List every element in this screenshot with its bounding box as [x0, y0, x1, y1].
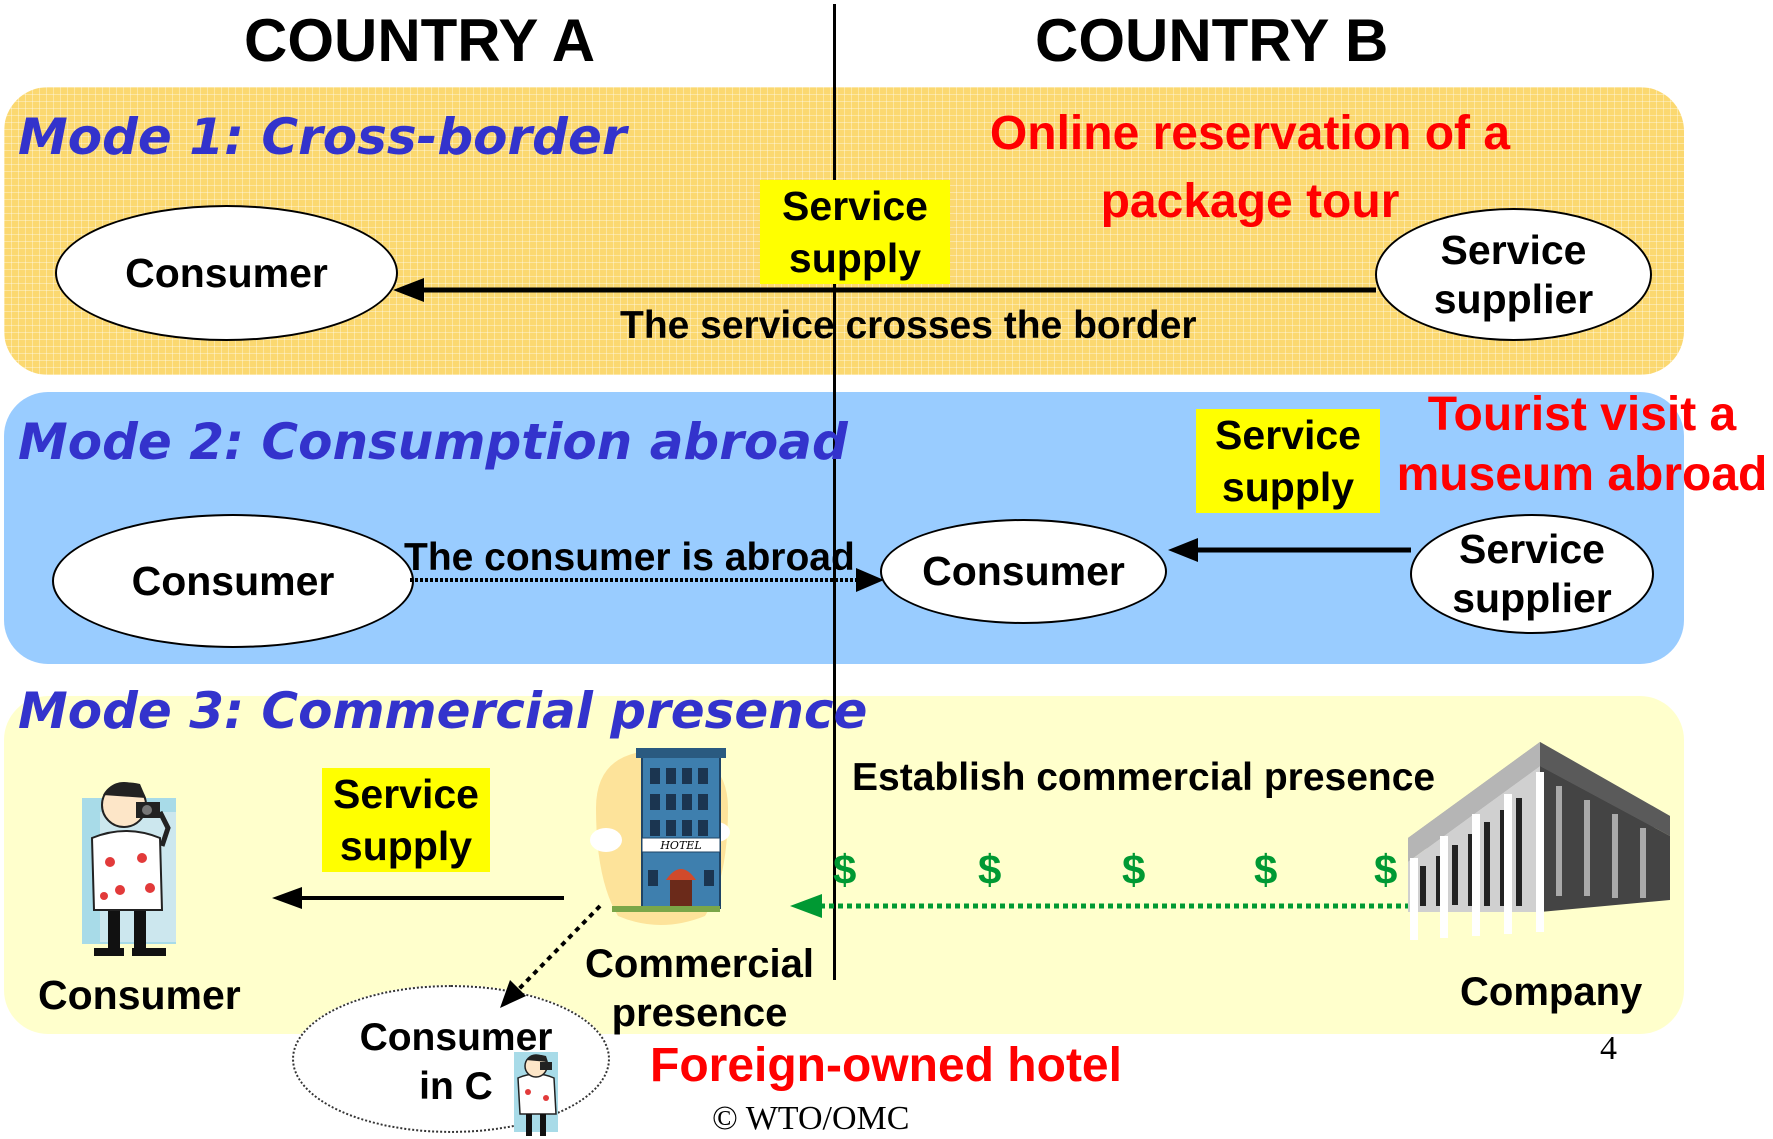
mode2-service-supply: Service supply — [1196, 409, 1380, 513]
company-building-icon — [1408, 742, 1670, 940]
mode1-arrow — [393, 278, 1376, 302]
mode1-service-supplier: Service supplier — [1375, 208, 1652, 341]
mode3-establish-label: Establish commercial presence — [852, 756, 1436, 799]
mode2-example-line1: Tourist visit a — [1427, 388, 1737, 441]
mode2-service-supply-line1: Service — [1215, 412, 1361, 458]
hotel-icon: HOTEL — [590, 748, 730, 925]
mode3-consumer-label: Consumer — [38, 972, 241, 1018]
border-line — [833, 4, 836, 980]
mode1-service-supply-line2: supply — [788, 235, 922, 281]
mode1-example-line1: Online reservation of a — [989, 107, 1511, 160]
commercial-presence-line2: presence — [611, 991, 788, 1035]
mode3-consumer-c-arrow — [500, 904, 602, 1008]
tourist-icon — [82, 782, 176, 956]
mode1-example-line2: package tour — [1100, 175, 1400, 228]
mode2-service-supplier: Service supplier — [1410, 514, 1654, 634]
mode1-arrow-label: The service crosses the border — [620, 304, 1197, 347]
mode1-consumer: Consumer — [55, 205, 398, 341]
mode3-band — [4, 696, 1684, 1034]
mode1-example: Online reservation of a package tour — [960, 100, 1540, 236]
consumer-in-c-line1: Consumer — [359, 1016, 553, 1059]
mode3-service-supply-line1: Service — [333, 771, 479, 817]
mode2-service-supply-line2: supply — [1221, 464, 1355, 510]
dollar-sign-5: $ — [1374, 846, 1398, 893]
mode1-title: Mode 1: Cross-border — [18, 108, 627, 166]
mode1-consumer-label: Consumer — [125, 249, 328, 296]
mode1-supplier-line1: Service — [1440, 226, 1587, 273]
mode3-title: Mode 3: Commercial presence — [18, 682, 868, 740]
mode3-service-supply: Service supply — [322, 768, 490, 872]
mode2-consumer-abroad-label: Consumer — [922, 548, 1125, 594]
dollar-sign-4: $ — [1254, 846, 1278, 893]
mode1-service-supply: Service supply — [760, 180, 950, 284]
mode2-supplier-line2: supplier — [1452, 575, 1612, 621]
mode2-consumer-home-label: Consumer — [131, 557, 335, 604]
dollar-sign-1: $ — [833, 846, 857, 893]
mode1-service-supply-line1: Service — [782, 183, 928, 229]
mode3-investment-arrow — [790, 894, 1410, 918]
country-a-label: COUNTRY A — [244, 7, 596, 74]
consumer-in-c-line2: in C — [419, 1065, 493, 1108]
mode2-supplier-line1: Service — [1459, 526, 1605, 572]
mode2-consumer-abroad: Consumer — [880, 519, 1167, 624]
page-number: 4 — [1600, 1030, 1617, 1067]
mode3-service-arrow — [272, 887, 564, 909]
country-b-label: COUNTRY B — [1035, 7, 1389, 74]
mode3-commercial-presence-label: Commercial presence — [585, 940, 814, 1038]
mode3-company-label: Company — [1460, 970, 1643, 1014]
mode3-example: Foreign-owned hotel — [650, 1039, 1122, 1092]
mode3-service-supply-line2: supply — [339, 823, 473, 869]
dollar-sign-3: $ — [1122, 846, 1146, 893]
tourist-small-icon — [514, 1052, 558, 1136]
copyright: © WTO/OMC — [712, 1100, 910, 1137]
dollar-sign-2: $ — [978, 846, 1002, 893]
mode2-consumer-arrow — [410, 568, 884, 592]
commercial-presence-line1: Commercial — [585, 942, 814, 986]
mode2-arrow-label: The consumer is abroad — [404, 536, 855, 579]
hotel-sign: HOTEL — [659, 839, 701, 852]
mode2-example-line2: museum abroad — [1396, 448, 1768, 501]
mode2-title: Mode 2: Consumption abroad — [18, 413, 848, 471]
mode2-supplier-arrow — [1168, 538, 1411, 562]
mode2-example: Tourist visit a museum abroad — [1390, 385, 1773, 505]
mode2-consumer-home: Consumer — [52, 514, 414, 648]
consumer-in-c-label: Consumer in C — [326, 1013, 586, 1111]
mode1-supplier-line2: supplier — [1433, 275, 1594, 322]
